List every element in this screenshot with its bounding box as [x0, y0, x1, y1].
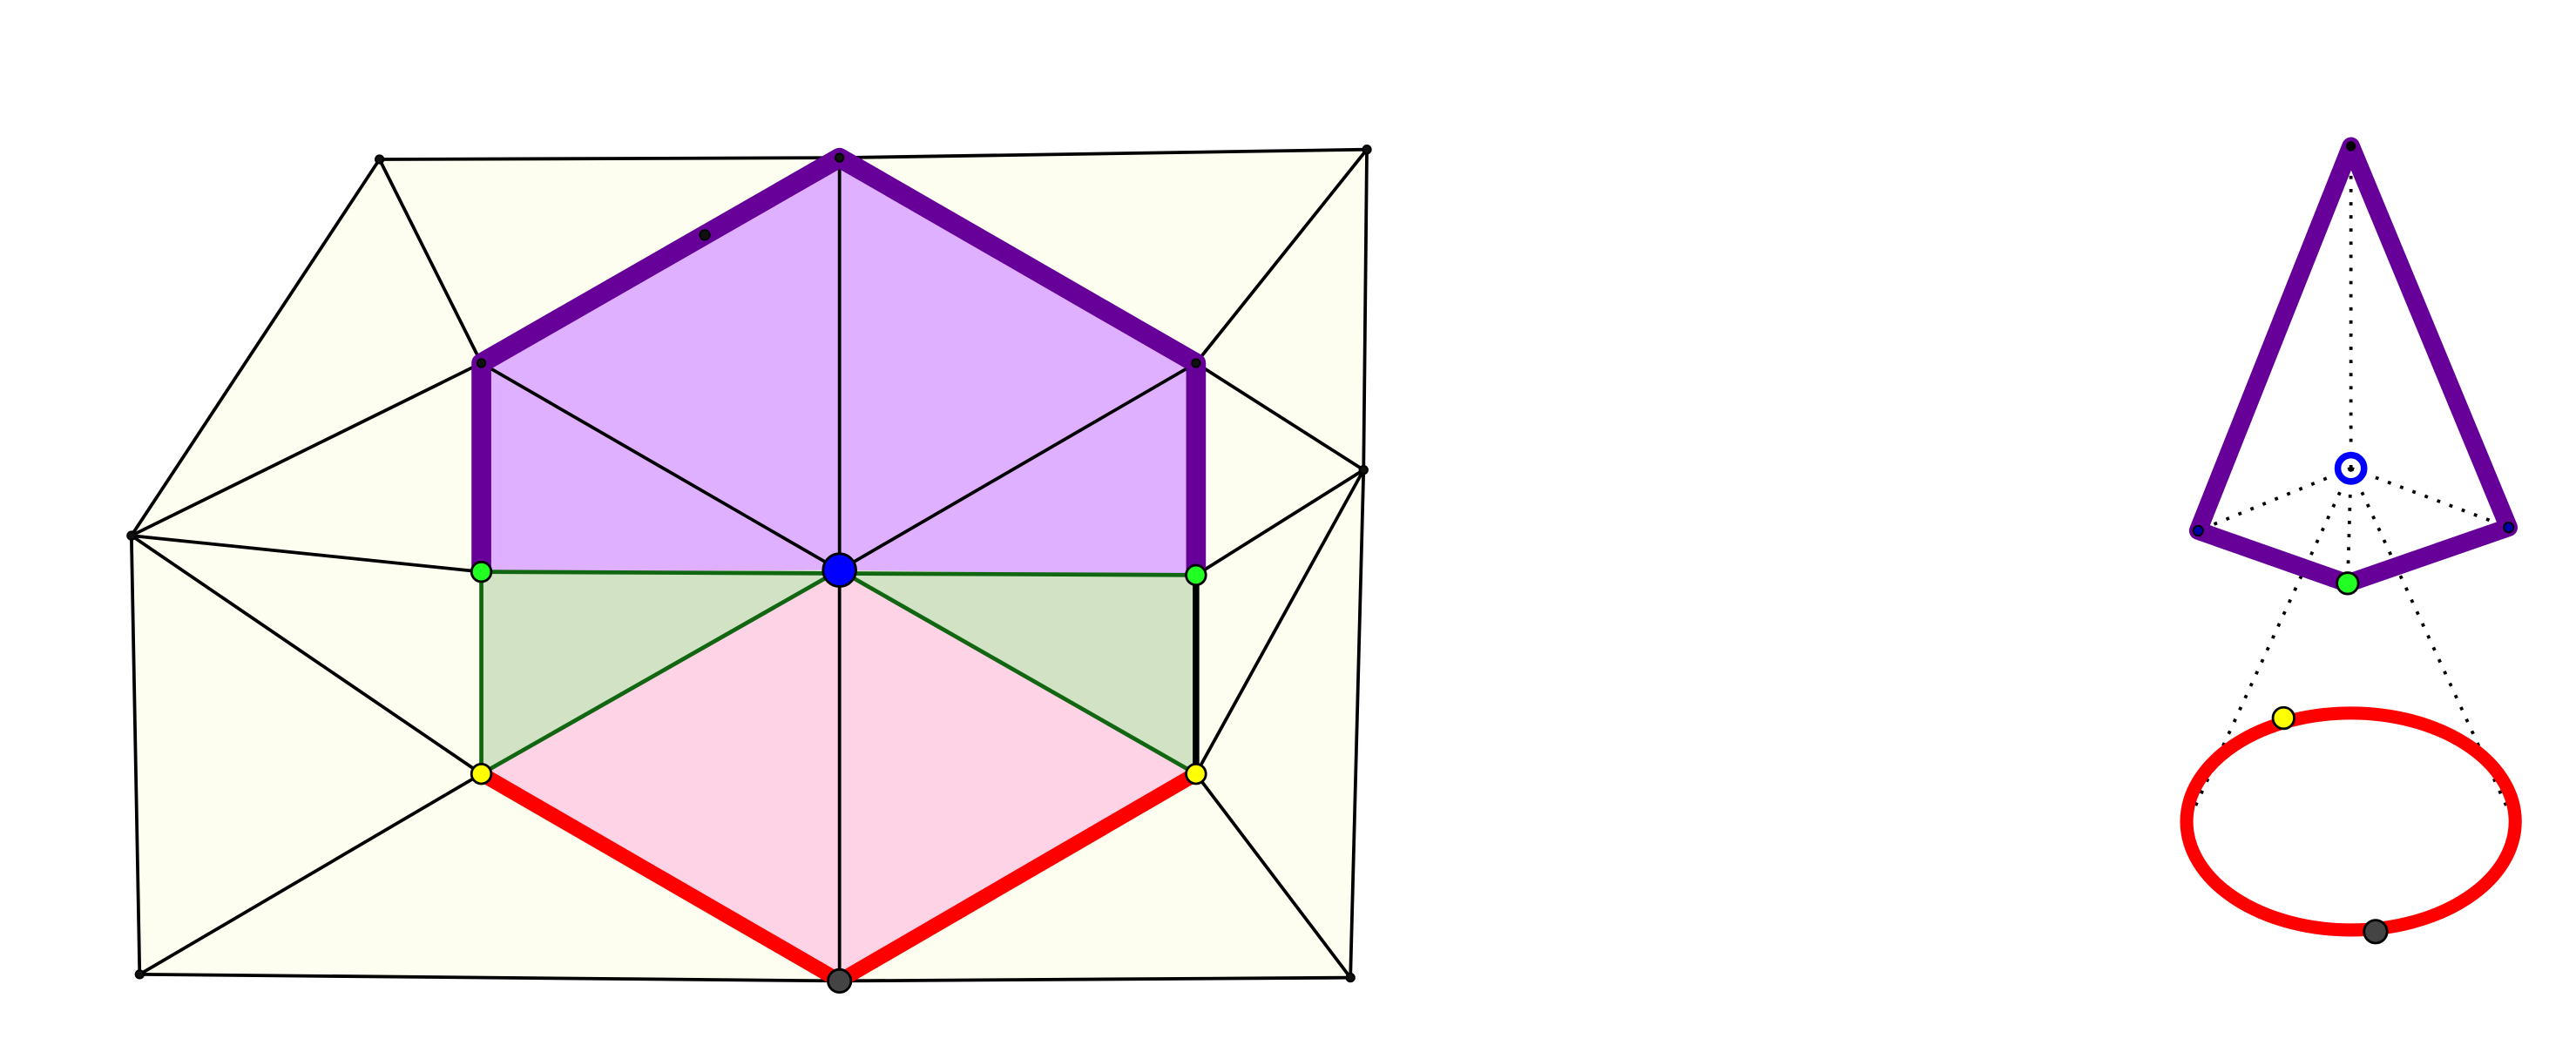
- vertex: [374, 154, 385, 165]
- green-point-right: [1185, 563, 1207, 587]
- vertex: [699, 229, 711, 241]
- dotted-lines: [2187, 145, 2516, 823]
- spoke: [838, 361, 1197, 572]
- edge: [1362, 149, 1369, 470]
- right-vertex: [2503, 522, 2515, 534]
- apex-vertex: [2345, 141, 2356, 152]
- vertex: [134, 969, 145, 980]
- edge: [1194, 772, 1352, 979]
- left-mesh: [126, 145, 1372, 994]
- dotted-line: [2350, 466, 2510, 529]
- vertex: [1345, 972, 1356, 983]
- vertex: [1358, 464, 1369, 475]
- edge: [377, 158, 483, 364]
- vertex: [835, 152, 845, 163]
- edge: [139, 772, 483, 976]
- edge: [838, 568, 1198, 776]
- vertex: [126, 530, 137, 541]
- purple-pyramid: [2188, 137, 2519, 593]
- dotted-line: [2197, 466, 2352, 533]
- center-point: [821, 552, 857, 588]
- dotted-line: [2345, 468, 2353, 583]
- edge: [129, 536, 142, 974]
- blue-ring: [2334, 451, 2368, 485]
- yellow-point: [2271, 705, 2295, 731]
- edge: [131, 361, 483, 537]
- vertex: [1362, 145, 1372, 155]
- edge: [1194, 469, 1365, 775]
- vertex: [1191, 358, 1201, 368]
- edge: [1194, 148, 1369, 365]
- left-vertex: [2192, 524, 2204, 537]
- edge: [1194, 469, 1365, 576]
- edge: [130, 534, 483, 776]
- green-point-left: [470, 560, 493, 583]
- right-figure: [2180, 137, 2522, 945]
- mesh-vertices: [126, 145, 1372, 983]
- edge: [839, 147, 1368, 160]
- edge: [1194, 361, 1365, 472]
- vertex: [476, 358, 487, 368]
- gray-point: [827, 967, 853, 994]
- edge: [130, 158, 382, 537]
- gray-point: [2363, 919, 2389, 945]
- edge: [1349, 469, 1366, 978]
- edge: [139, 972, 840, 983]
- yellow-point-right: [1185, 762, 1207, 785]
- mesh-edges: [129, 147, 1369, 983]
- yellow-point-left: [470, 762, 493, 785]
- edge: [379, 156, 840, 161]
- green-point: [2336, 571, 2360, 596]
- spoke: [480, 361, 841, 572]
- edge: [131, 534, 482, 574]
- edge: [480, 568, 841, 776]
- edge: [839, 975, 1351, 983]
- red-ellipse: [2180, 706, 2522, 937]
